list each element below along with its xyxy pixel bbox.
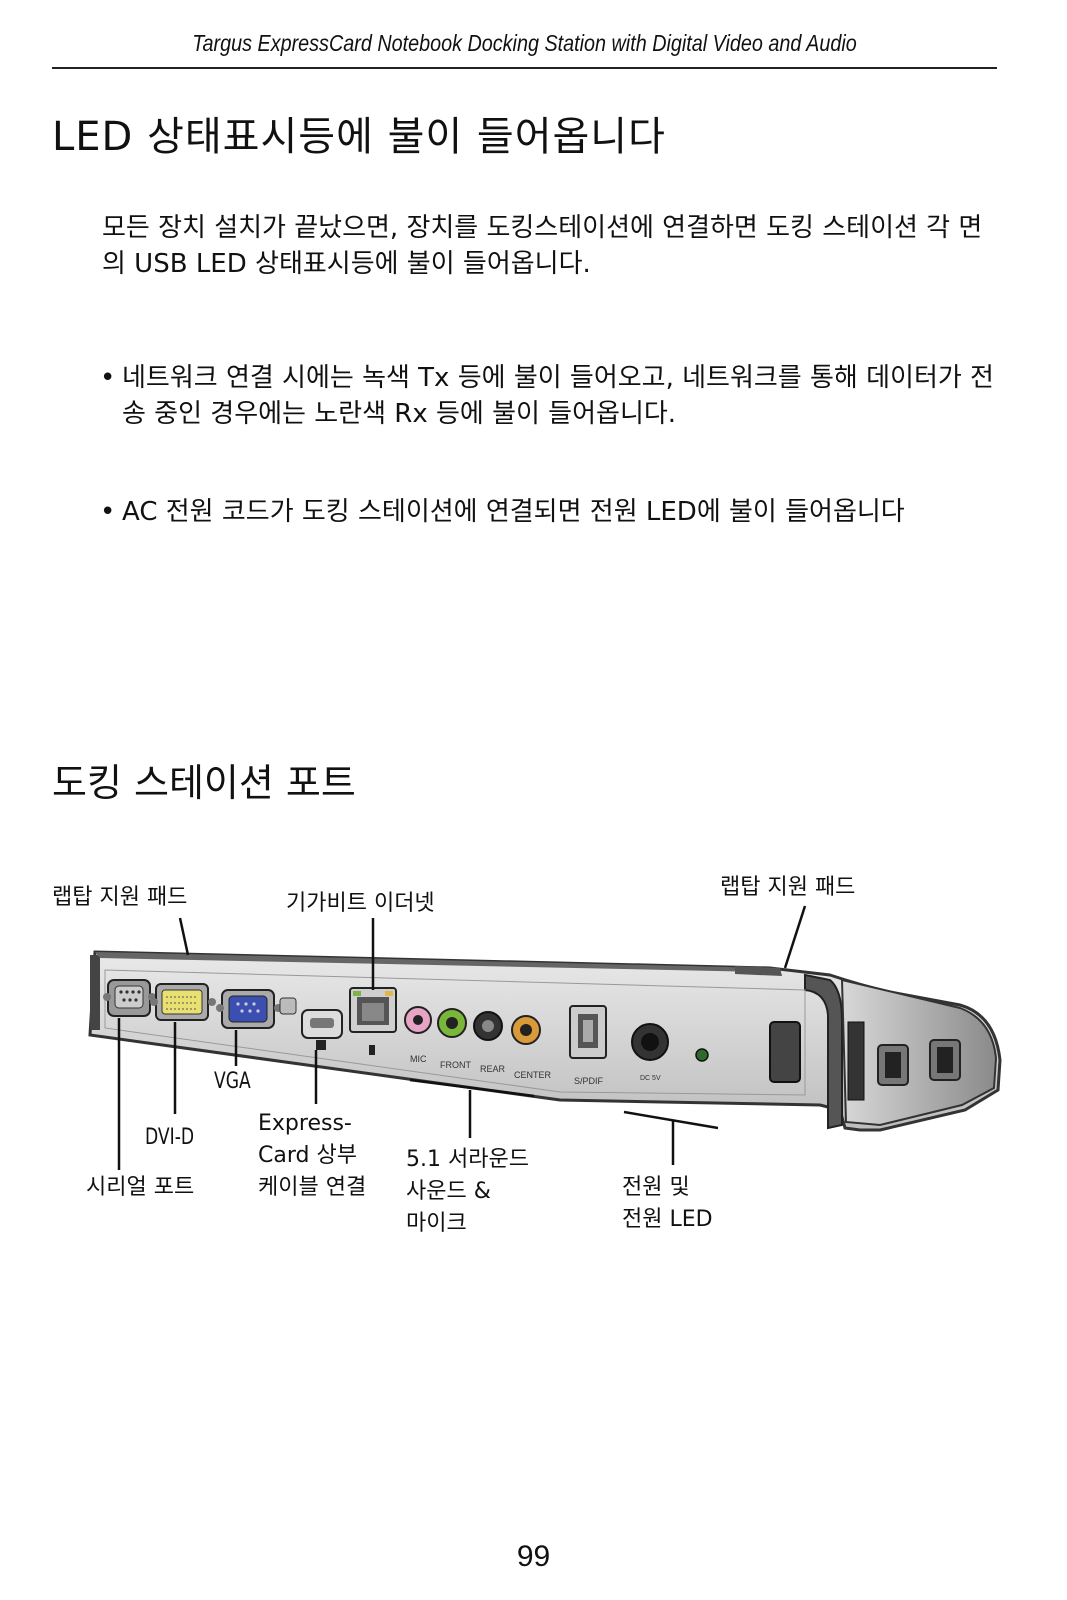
mic-text: MIC [410, 1054, 427, 1064]
label-vga: VGA [214, 1069, 251, 1094]
spdif-port [569, 1005, 607, 1059]
spdif-text: S/PDIF [574, 1076, 604, 1086]
dock-body [88, 950, 1002, 1132]
expresscard-port [301, 1009, 343, 1050]
callout-lines [117, 905, 807, 1170]
label-expresscard: Express- Card 상부 케이블 연결 [258, 1111, 367, 1200]
intro-paragraph: 모든 장치 설치가 끝났으면, 장치를 도킹스테이션에 연결하면 도킹 스테이션… [102, 213, 983, 279]
section-heading-led: LED 상태표시등에 불이 들어옵니다 [52, 114, 666, 160]
label-laptop-pad-right: 랩탑 지원 패드 [720, 875, 856, 900]
dc-text: DC 5V [640, 1075, 661, 1082]
label-gigabit-ethernet: 기가비트 이더넷 [286, 891, 435, 916]
audio-jacks [404, 1006, 541, 1045]
label-serial-port: 시리얼 포트 [86, 1175, 195, 1200]
running-header: Targus ExpressCard Notebook Docking Stat… [192, 30, 857, 56]
rear-text: REAR [480, 1064, 506, 1074]
label-laptop-pad-left: 랩탑 지원 패드 [52, 885, 188, 910]
front-text: FRONT [440, 1060, 471, 1070]
bullet-power: • AC 전원 코드가 도킹 스테이션에 연결되면 전원 LED에 불이 들어옵… [100, 494, 1005, 530]
bullet-text: 네트워크 연결 시에는 녹색 Tx 등에 불이 들어오고, 네트워크를 통해 데… [122, 363, 994, 429]
label-surround-sound: 5.1 서라운드 사운드 & 마이크 [406, 1147, 529, 1236]
bullet-dot: • [100, 497, 116, 527]
side-slot [769, 1021, 865, 1101]
header-rule [52, 67, 997, 69]
label-power: 전원 및 전원 LED [622, 1175, 713, 1232]
ethernet-port [349, 987, 397, 1055]
vga-port [216, 989, 297, 1029]
dc-power-jack [631, 1023, 709, 1062]
dvi-port [150, 983, 216, 1021]
section-heading-ports: 도킹 스테이션 포트 [52, 761, 356, 805]
side-usb-ports [877, 1039, 961, 1086]
bullet-network: • 네트워크 연결 시에는 녹색 Tx 등에 불이 들어오고, 네트워크를 통해… [100, 360, 1005, 432]
page-number: 99 [516, 1540, 551, 1573]
center-text: CENTER [514, 1070, 552, 1080]
bullet-text: AC 전원 코드가 도킹 스테이션에 연결되면 전원 LED에 불이 들어옵니다 [122, 497, 905, 527]
bullet-dot: • [100, 363, 116, 393]
label-dvi-d: DVI-D [145, 1125, 195, 1150]
serial-port [103, 979, 156, 1017]
